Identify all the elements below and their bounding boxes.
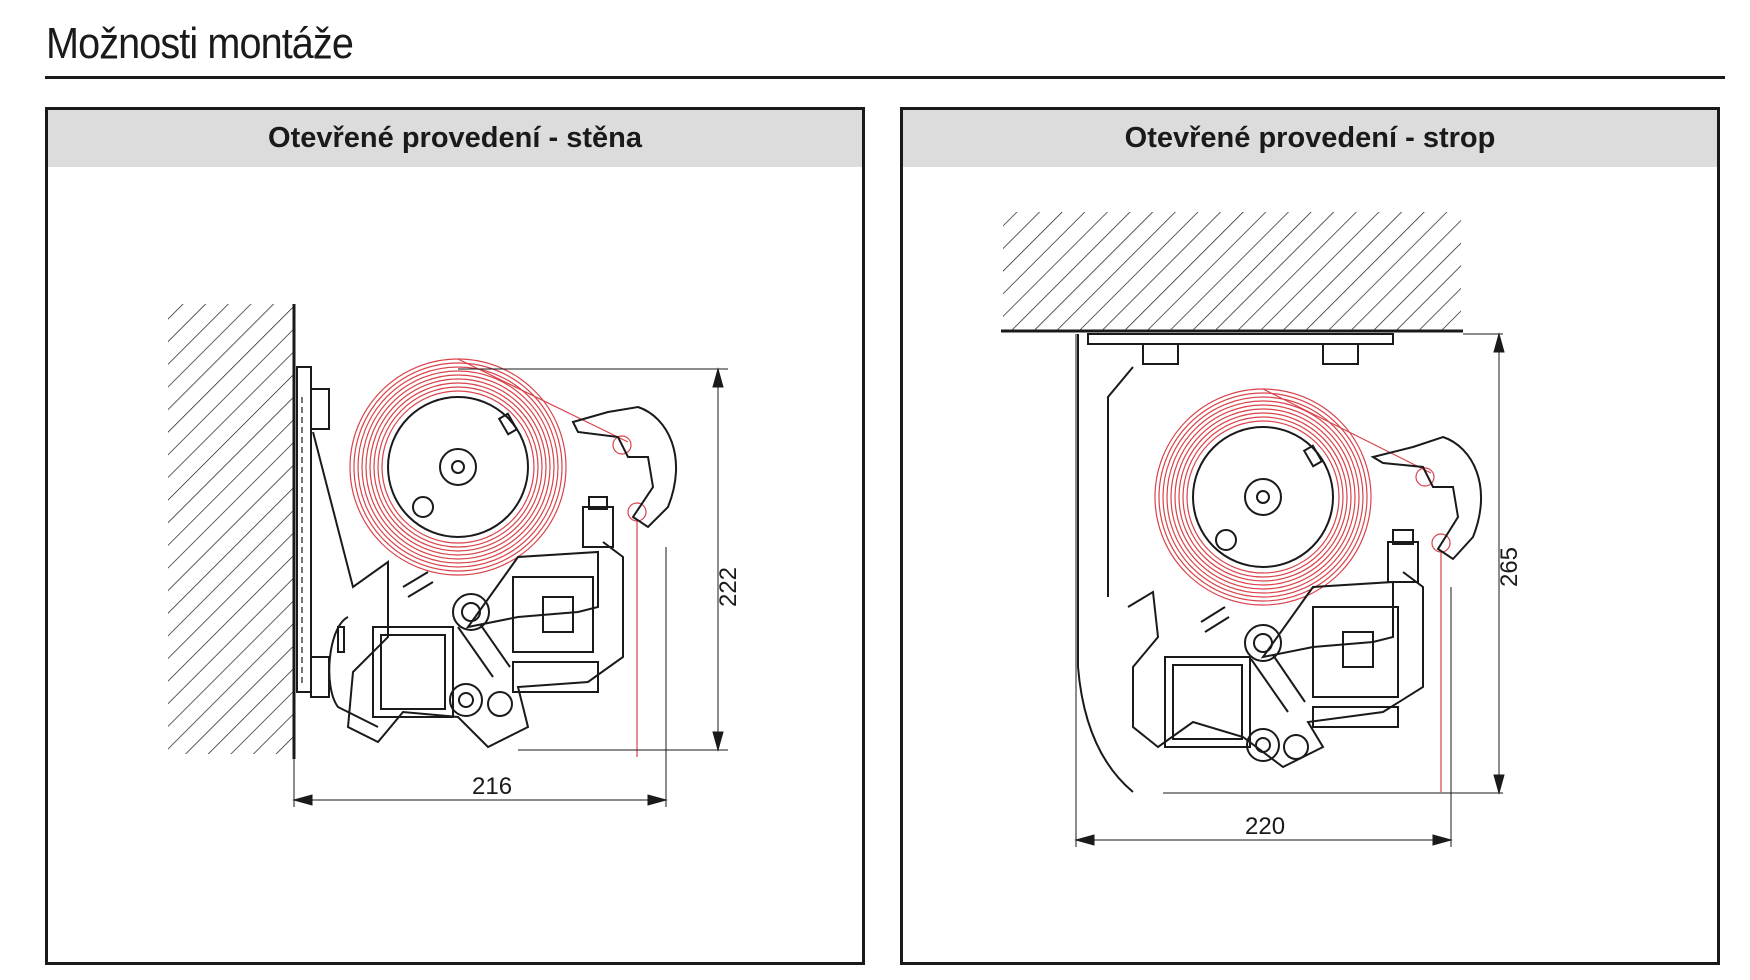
panel-heading: Otevřené provedení - stěna [48,110,862,167]
wall-hatching [168,304,296,759]
roller-tube [1192,426,1334,568]
panel-wall-mount: Otevřené provedení - stěna [45,107,865,965]
height-dimension-label: 222 [715,567,742,607]
wall-bracket [296,366,330,698]
panel-ceiling-mount: Otevřené provedení - strop [900,107,1720,965]
ceiling-hatching [1001,212,1463,333]
fabric-roll [1154,388,1451,792]
ceiling-bracket [1077,333,1394,793]
wall-mount-drawing: 216 222 [168,304,742,807]
fabric-roll [349,358,647,757]
ceiling-mount-drawing: 220 265 [1001,212,1523,847]
title-rule [45,76,1725,79]
width-dimension-label: 220 [1245,813,1285,840]
dimension-lines [292,367,728,807]
width-dimension-label: 216 [472,773,512,800]
roller-tube [387,396,529,538]
panel-heading: Otevřené provedení - strop [903,110,1717,167]
page-title: Možnosti montáže [46,19,354,68]
arm-mechanism [312,405,677,749]
arm-mechanism [1127,435,1482,769]
height-dimension-label: 265 [1496,547,1523,587]
dimension-lines [1074,332,1505,847]
